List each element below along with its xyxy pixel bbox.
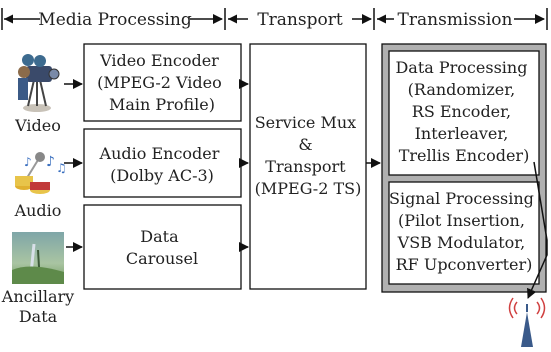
signal-processing-box [388,181,540,285]
svg-text:♪: ♪ [46,154,55,170]
input-audio-label: Audio [14,201,62,220]
data-processing-box [388,50,540,176]
input-ancillary-label-line2: Data [19,307,58,326]
input-video-label: Video [14,116,61,135]
audio-encoder-box [83,128,242,198]
data-carousel-title: Data Carousel [126,227,198,268]
svg-text:♪: ♪ [24,155,32,169]
section-transmission: Transmission [398,10,513,30]
video-encoder-title: Video Encoder (MPEG-2 Video Main Profile… [97,51,227,114]
svg-text:♫: ♫ [56,161,67,175]
section-media-processing: Media Processing [38,10,192,30]
data-carousel-box [83,204,242,290]
video-encoder-box [83,43,242,122]
input-ancillary-label-line1: Ancillary [1,287,74,306]
transmitter-tower-icon [508,297,546,347]
signal-processing-title: Signal Processing (Pilot Insertion, VSB … [389,189,539,274]
section-transport: Transport [257,10,343,30]
service-mux-box [249,43,367,290]
camera-operator-icon [18,54,60,112]
audio-encoder-title: Audio Encoder (Dolby AC-3) [99,144,225,185]
service-mux-title: Service Mux & Transport (MPEG-2 TS) [255,113,362,198]
data-processing-title: Data Processing (Randomizer, RS Encoder,… [395,58,532,165]
section-header [1,8,548,30]
arrow-to-antenna [527,161,548,299]
landscape-photo-icon [12,232,64,285]
microphone-drum-icon: ♪ ♫ ♪ [15,152,67,194]
